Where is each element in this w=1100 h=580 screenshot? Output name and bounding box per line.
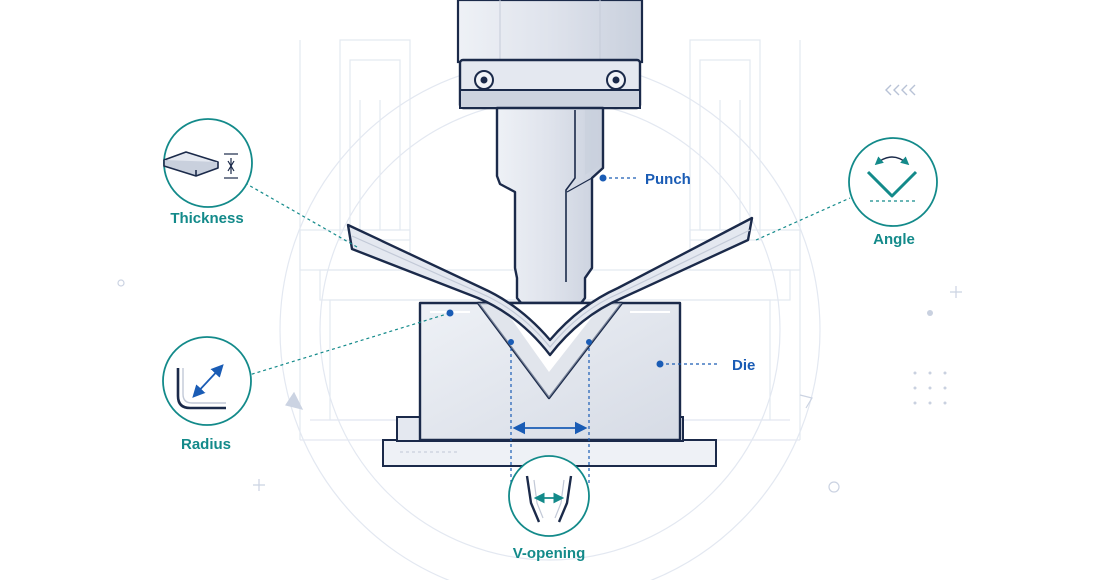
bend-angle-icon (866, 156, 918, 202)
thickness-callout: Thickness (163, 118, 253, 227)
radius-callout: Radius (162, 336, 252, 453)
press-ram (456, 0, 644, 110)
v-opening-dimension (508, 339, 592, 485)
triple-chevron-left-icon (885, 84, 916, 96)
leader-dots (446, 174, 664, 368)
punch-label: Punch (645, 171, 691, 188)
v-opening-icon (525, 475, 573, 523)
leader-lines (244, 177, 851, 377)
thickness-label: Thickness (170, 210, 243, 227)
die-label: Die (732, 357, 755, 374)
sheet-metal (346, 216, 754, 357)
bend-radius-icon (176, 364, 226, 410)
v-opening-callout: V-opening (508, 455, 590, 562)
die-block (418, 301, 682, 442)
v-opening-label: V-opening (513, 545, 586, 562)
angle-label: Angle (873, 231, 915, 248)
radius-label: Radius (181, 436, 231, 453)
dot-grid (913, 310, 947, 405)
angle-callout: Angle (848, 137, 938, 248)
sheet-thickness-icon (163, 151, 238, 179)
decor-marks (117, 279, 962, 493)
